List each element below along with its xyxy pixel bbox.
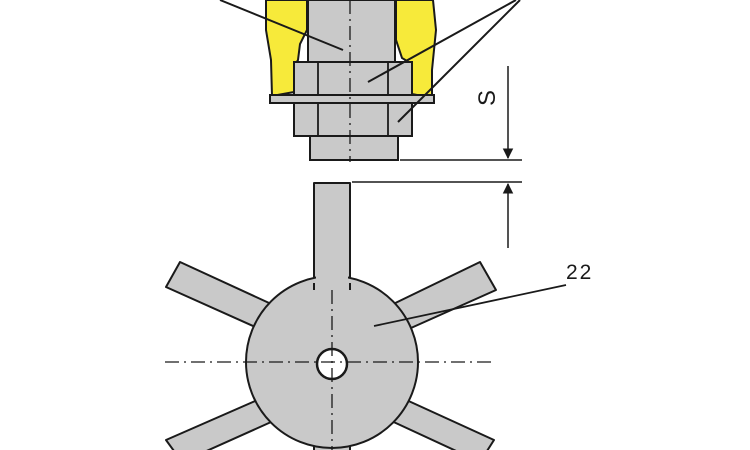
- shaft: [307, 0, 396, 63]
- washer: [269, 94, 435, 104]
- rotor-arm-top: [313, 182, 351, 291]
- lower-hex-nut: [293, 102, 413, 137]
- nozzle-stem: [309, 135, 399, 161]
- part-number-label: 22: [566, 261, 593, 284]
- rotor: [165, 182, 497, 450]
- leader-line-nut-a: [367, 0, 517, 83]
- gap-dimension-label: S: [474, 90, 501, 106]
- leader-line-part-22: [373, 284, 567, 327]
- leader-line-nut-b: [397, 0, 521, 123]
- leader-line-shaft: [219, 0, 344, 51]
